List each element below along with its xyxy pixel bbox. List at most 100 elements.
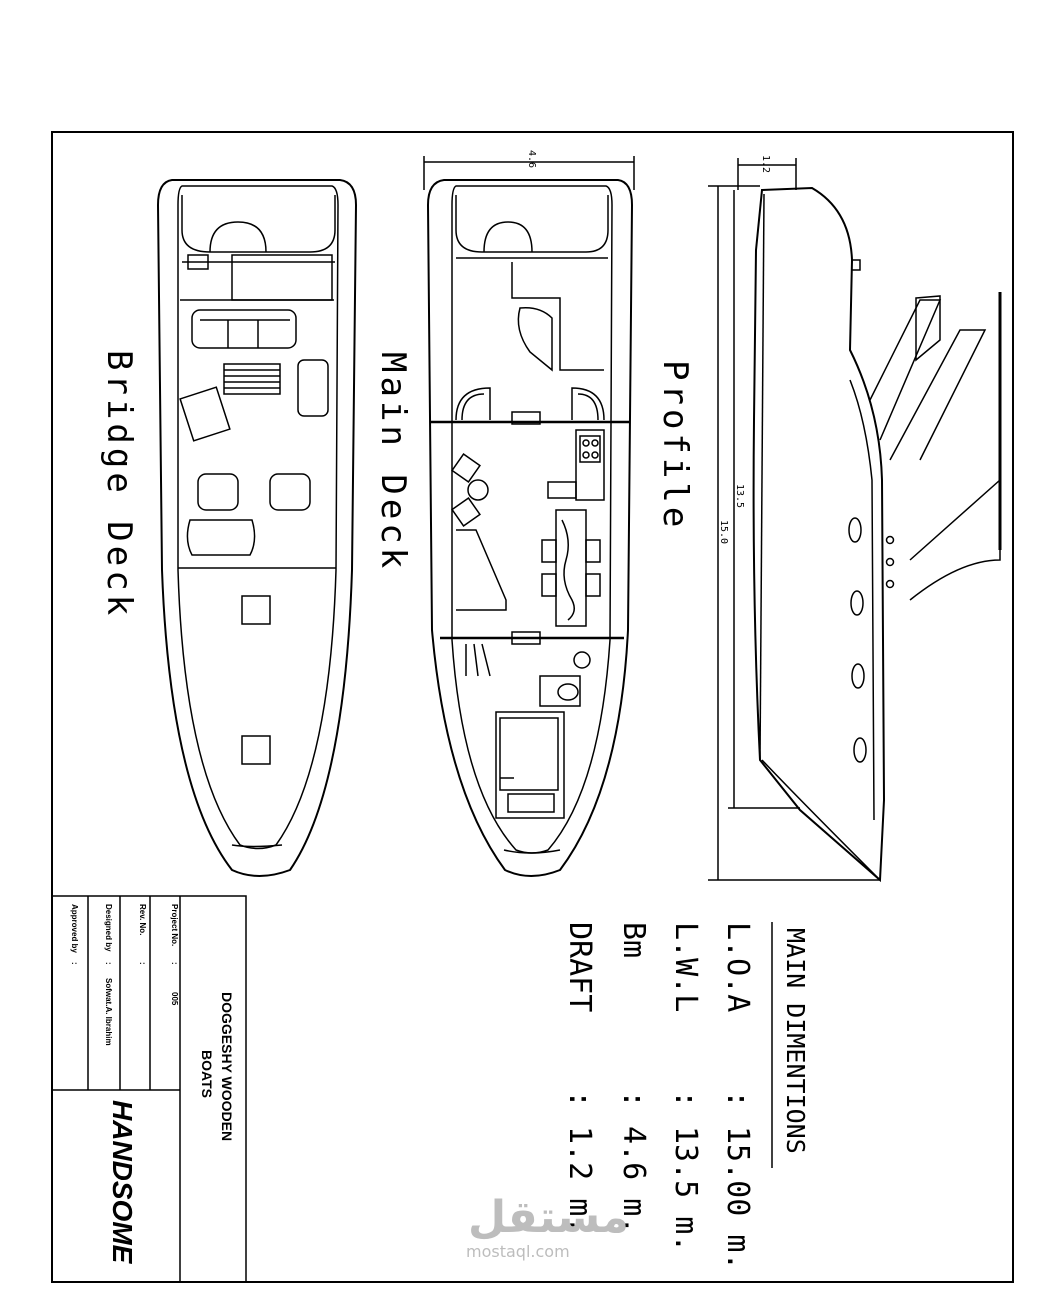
main-sink: [547, 481, 577, 499]
company-name: DOGGESHY WOODEN: [219, 992, 235, 1142]
profile-sheer: [759, 193, 765, 761]
main-armchair-1: [451, 453, 481, 483]
project-name: HANDSOME: [107, 1100, 138, 1264]
loa-dim-label: 15.0: [718, 520, 729, 545]
profile-porthole-1: [848, 517, 862, 543]
main-stove: [579, 435, 601, 463]
main-door-arc-2: [461, 393, 485, 421]
profile-windshield: [869, 299, 942, 441]
main-settee: [456, 529, 507, 611]
drawing-border: [51, 131, 1014, 1283]
draft-dim-label: 1.2: [760, 155, 771, 174]
main-dining-table: [555, 509, 587, 627]
main-deck-plan: [423, 156, 635, 877]
main-fwd-door: [511, 631, 541, 645]
main-berth: [499, 717, 559, 791]
beam-dim-label: 4.6: [526, 150, 537, 169]
profile-chine: [761, 759, 881, 881]
bridge-sunbed-slats: [224, 369, 280, 389]
profile-boot-stripe: [849, 379, 875, 821]
profile-porthole-4: [853, 737, 867, 763]
dim-row-loa-value: 15.00 m.: [720, 1126, 755, 1271]
watermark-arabic: مستقل: [468, 1192, 629, 1243]
main-chair-1: [541, 539, 557, 563]
profile-hardtop: [909, 478, 1001, 601]
profile-arch: [889, 329, 987, 461]
profile-flybridge: [915, 295, 941, 362]
bridge-helm-seat-1: [197, 473, 239, 511]
main-cabin-wall: [495, 711, 565, 819]
dim-row-lwl-value: 13.5 m.: [668, 1126, 703, 1253]
title-block: [51, 895, 247, 1283]
main-door-arc-1: [455, 387, 491, 421]
dim-row-lwl-label: L.W.L: [668, 922, 703, 1013]
main-berth-chest: [507, 793, 555, 813]
bridge-helm-console: [186, 519, 256, 556]
main-head-1: [539, 675, 581, 707]
profile-deck-line: [852, 259, 861, 271]
main-cockpit-seat-2: [517, 306, 553, 372]
main-chair-2: [541, 573, 557, 597]
profile-porthole-2: [850, 590, 864, 616]
bridge-transom: [181, 195, 336, 253]
dim-row-bm-sep: :: [616, 1090, 651, 1109]
main-hull-outline: [426, 179, 634, 877]
bridge-deck-plan: [156, 179, 358, 877]
profile-hull: [752, 186, 886, 883]
designed-by-value: Sofwat.A. Ibrahim: [104, 978, 113, 1046]
approved-by-label: Approved by: [70, 904, 79, 953]
main-deck-title: Main Deck: [373, 352, 413, 573]
bridge-armchair: [297, 359, 329, 417]
designed-by-sep: :: [104, 962, 113, 965]
profile-vent-1: [885, 535, 895, 545]
profile-title: Profile: [655, 360, 695, 532]
rev-no-sep: :: [138, 962, 147, 965]
main-galley-counter: [575, 429, 605, 501]
bridge-hatch: [187, 254, 209, 270]
main-dims-heading: MAIN DIMENTIONS: [781, 928, 810, 1154]
main-coffee-table: [467, 479, 489, 501]
bridge-hatch-fwd-2: [241, 735, 271, 765]
main-door-arc-3: [571, 387, 605, 421]
main-cockpit-seat: [511, 262, 604, 371]
main-door-arc-4: [577, 393, 599, 421]
project-no-label: Project No.: [170, 904, 179, 947]
bridge-stair-arc: [209, 221, 267, 253]
main-transom: [455, 195, 609, 253]
bridge-deck-chair: [179, 386, 231, 442]
company-name-line2: BOATS: [199, 1050, 215, 1098]
main-salon-door: [511, 411, 541, 425]
main-stair: [465, 643, 491, 677]
main-basin: [573, 651, 591, 669]
main-hull-inner: [451, 185, 613, 854]
title-block-frame: [51, 895, 247, 1283]
dim-row-loa-sep: :: [720, 1090, 755, 1109]
profile-vent-2: [885, 557, 895, 567]
bridge-hull-outline: [156, 179, 358, 877]
main-bow-line: [503, 849, 561, 854]
dim-row-loa-label: L.O.A: [720, 922, 755, 1013]
project-no-value: 005: [170, 992, 179, 1006]
watermark-latin: mostaql.com: [466, 1242, 570, 1261]
main-armchair-2: [451, 497, 481, 527]
main-table-grain: [561, 519, 575, 621]
main-chair-4: [585, 573, 601, 597]
dim-row-lwl-sep: :: [668, 1090, 703, 1109]
profile-vent-3: [885, 579, 895, 589]
project-no-sep: :: [170, 962, 179, 965]
bridge-sunbed: [223, 363, 281, 395]
profile-porthole-3: [851, 663, 865, 689]
dim-row-draft-sep: :: [562, 1090, 597, 1109]
designed-by-label: Designed by: [104, 904, 113, 952]
bridge-deck-title: Bridge Deck: [99, 350, 139, 620]
bridge-helm-seat-2: [269, 473, 311, 511]
bridge-bow-line: [231, 844, 283, 848]
bridge-sofa: [191, 309, 297, 349]
rev-no-label: Rev. No.: [138, 904, 147, 936]
dim-row-bm-label: Bm: [616, 922, 651, 959]
lwl-dim-label: 13.5: [734, 484, 745, 509]
dim-row-draft-label: DRAFT: [562, 922, 597, 1013]
main-stair-arc: [483, 221, 533, 253]
bridge-hatch-fwd-1: [241, 595, 271, 625]
